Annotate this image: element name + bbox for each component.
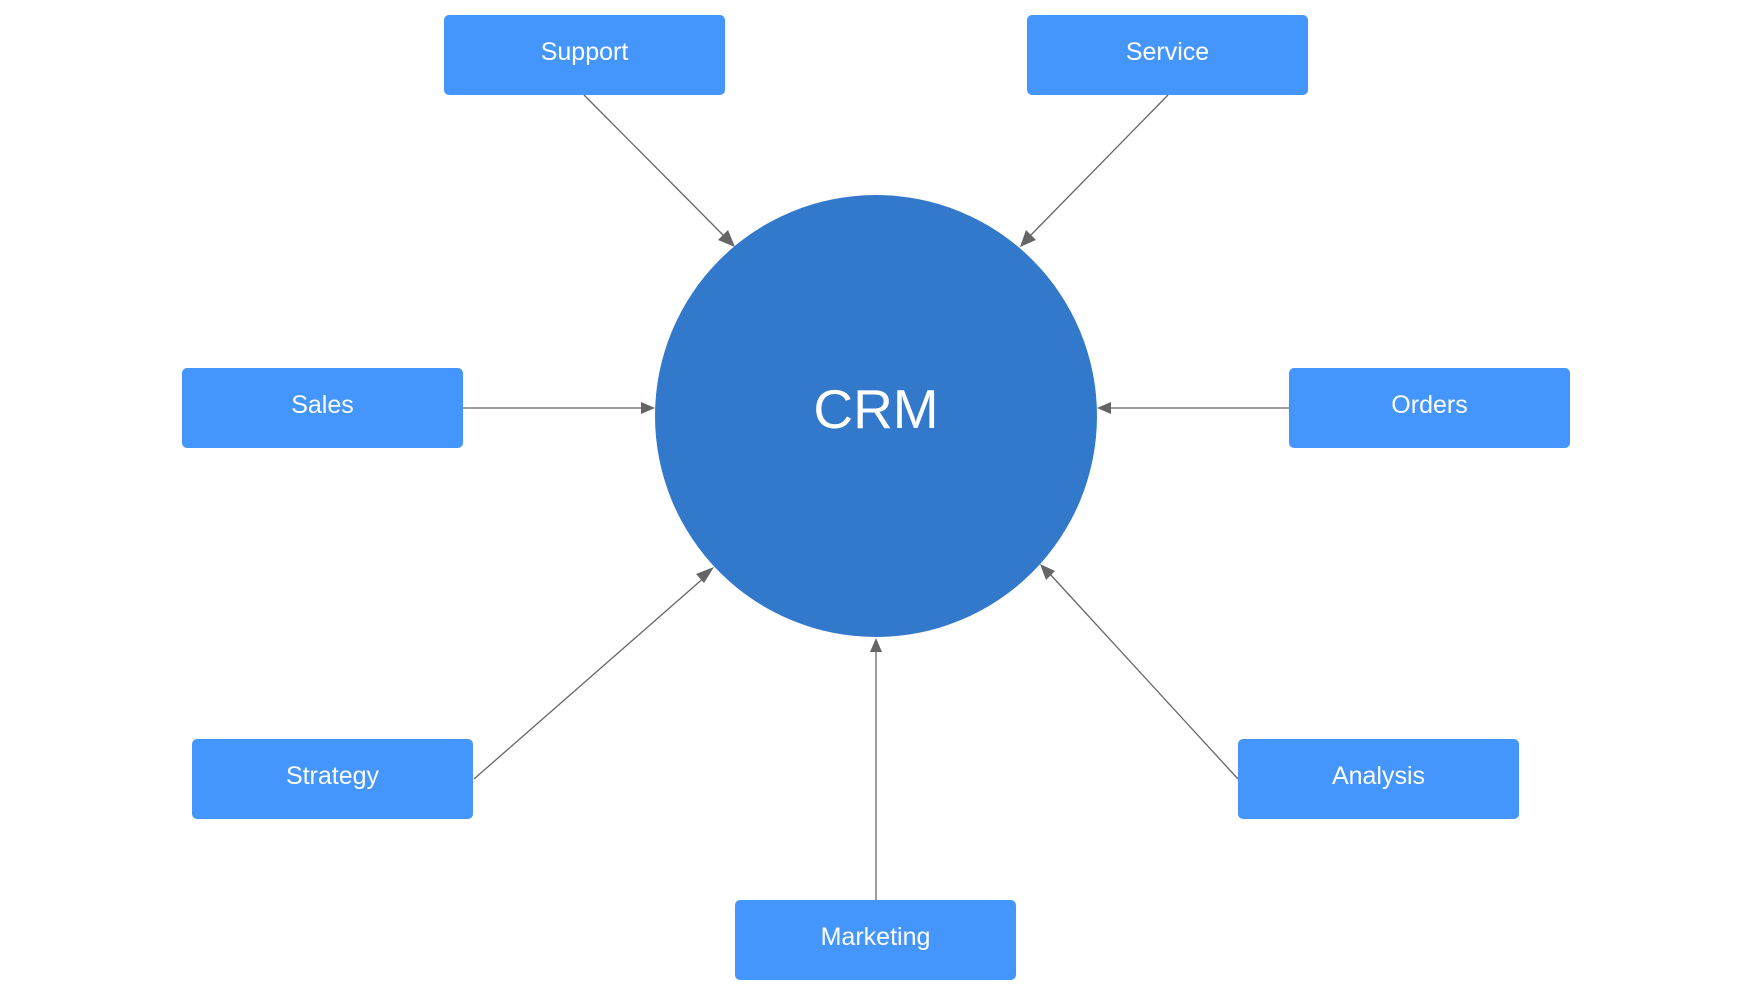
connector-sales-to-crm (463, 402, 655, 414)
connector-marketing-to-crm (870, 638, 882, 900)
arrowhead-marketing (870, 638, 882, 652)
node-strategy-label: Strategy (286, 762, 380, 790)
connector-support-to-crm (583, 94, 735, 247)
arrowhead-sales (641, 402, 655, 414)
node-sales-label: Sales (291, 391, 354, 419)
crm-hub-label: CRM (813, 378, 938, 440)
crm-hub-circle (655, 195, 1097, 637)
node-marketing[interactable]: Marketing (735, 900, 1016, 980)
arrowhead-service (1020, 230, 1036, 247)
node-analysis[interactable]: Analysis (1238, 739, 1519, 819)
node-orders-label: Orders (1391, 391, 1467, 419)
connector-strategy-to-crm (473, 567, 714, 780)
node-service-label: Service (1126, 38, 1209, 66)
node-support[interactable]: Support (444, 15, 725, 95)
node-sales[interactable]: Sales (182, 368, 463, 448)
arrowhead-support (718, 230, 735, 247)
node-analysis-label: Analysis (1332, 762, 1425, 790)
connector-analysis-to-crm (1040, 564, 1239, 780)
connector-orders-to-crm (1097, 402, 1289, 414)
arrowhead-analysis (1040, 564, 1055, 580)
node-marketing-label: Marketing (821, 923, 931, 951)
node-orders[interactable]: Orders (1289, 368, 1570, 448)
arrowhead-orders (1097, 402, 1111, 414)
node-service[interactable]: Service (1027, 15, 1308, 95)
connector-service-to-crm (1020, 94, 1169, 247)
crm-hub[interactable]: CRM (655, 195, 1097, 637)
node-support-label: Support (541, 38, 629, 66)
connectors (463, 94, 1289, 900)
node-strategy[interactable]: Strategy (192, 739, 473, 819)
arrowhead-strategy (696, 567, 714, 583)
